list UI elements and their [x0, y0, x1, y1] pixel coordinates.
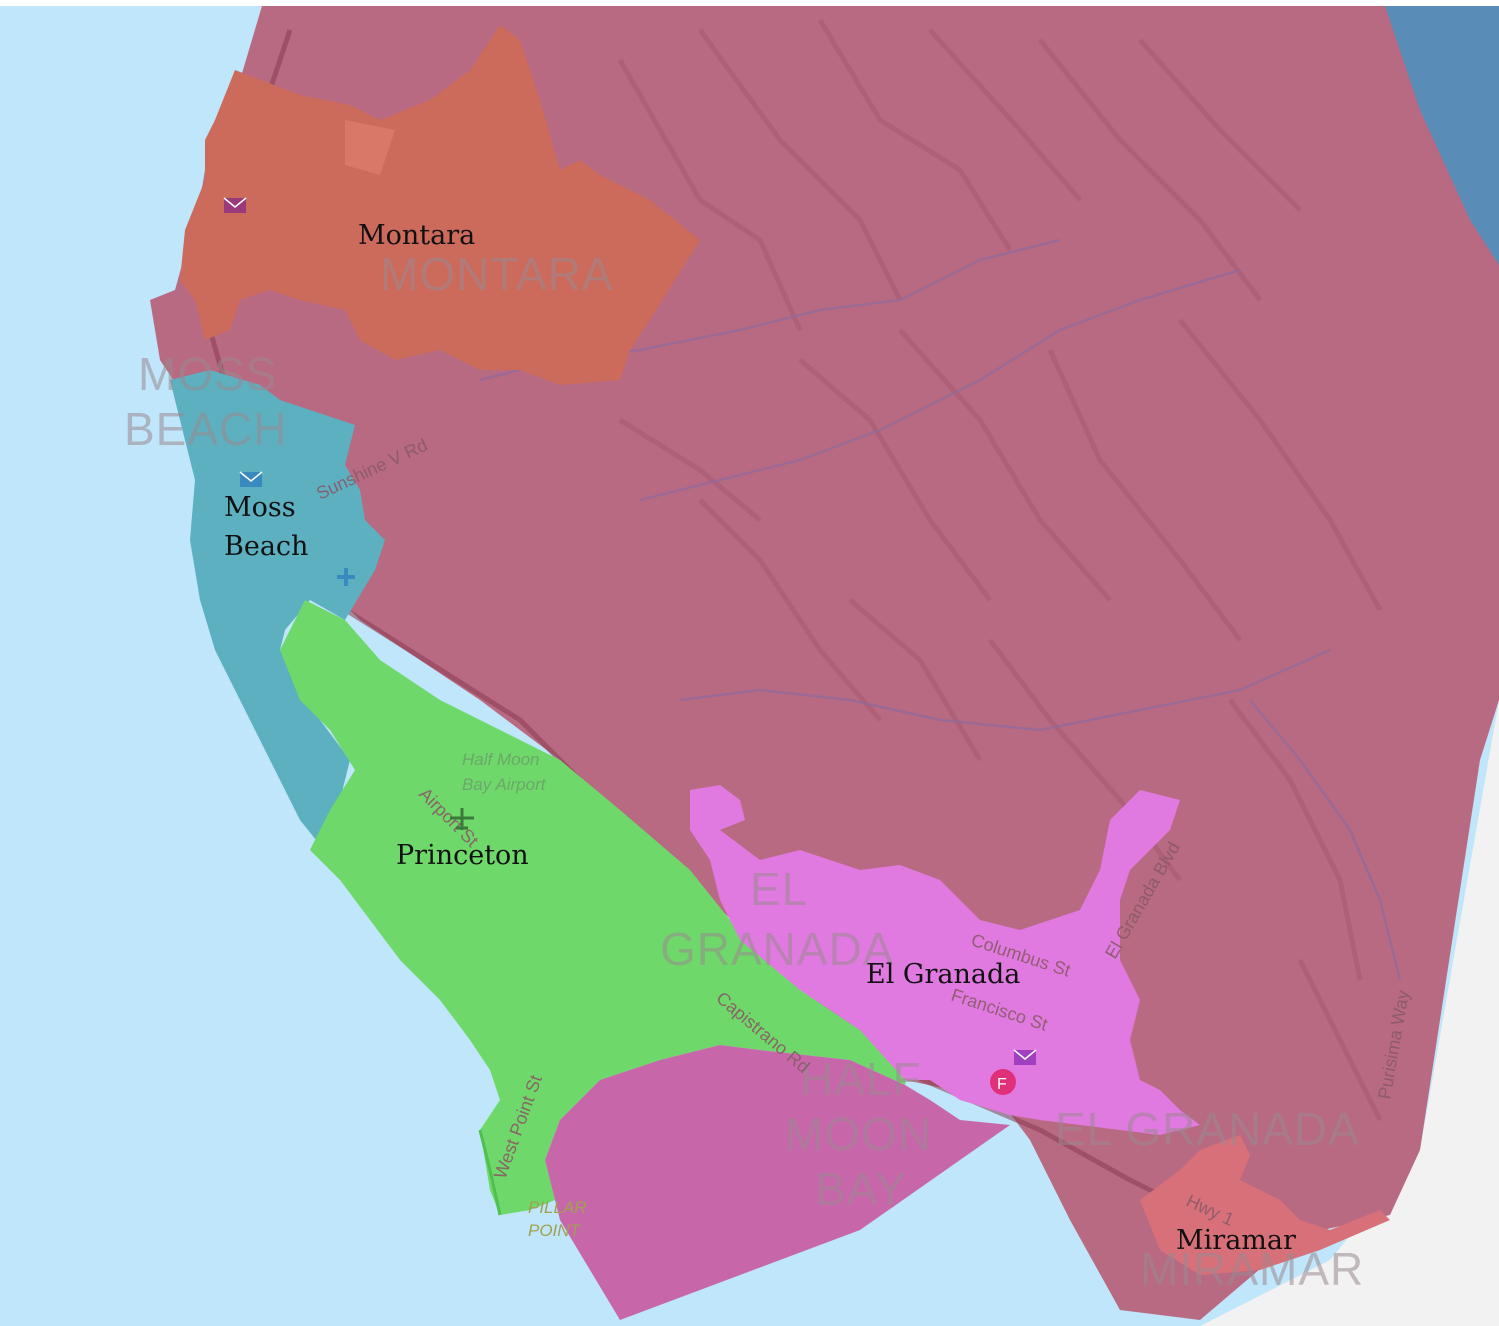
- basemap-label-granada: GRANADA: [660, 923, 894, 975]
- basemap-label-moss: MOSS: [138, 348, 277, 400]
- basemap-label-el-granada-south: EL GRANADA: [1055, 1103, 1360, 1155]
- region-moss-beach[interactable]: [170, 370, 385, 845]
- basemap-label-el: EL: [750, 863, 808, 915]
- poi-pillar-1: PILLAR: [528, 1198, 587, 1217]
- terrain-ridges: [617, 18, 1383, 1122]
- map-frame: [0, 0, 1499, 6]
- region-miramar[interactable]: [1140, 1135, 1390, 1275]
- basemap-label-bay: BAY: [815, 1163, 907, 1215]
- basemap-label-moon: MOON: [785, 1108, 932, 1160]
- region-label-el-granada: El Granada: [866, 959, 1020, 990]
- svg-text:F: F: [997, 1076, 1007, 1093]
- hospital-icon: [337, 568, 355, 586]
- district-top-right: [1385, 6, 1499, 265]
- region-label-montara: Montara: [358, 220, 475, 251]
- region-label-moss-beach-2: Beach: [224, 531, 308, 562]
- pillar-point-shore: [478, 1129, 502, 1216]
- basemap-label-beach: BEACH: [124, 403, 287, 455]
- montara-parcel: [345, 120, 395, 175]
- post-office-icon-el-granada: [1013, 1049, 1037, 1065]
- poi-airport-2: Bay Airport: [462, 775, 547, 794]
- land-east: [1200, 700, 1499, 1326]
- region-label-moss-beach-1: Moss: [224, 492, 296, 523]
- region-montara[interactable]: [180, 25, 700, 385]
- region-princeton[interactable]: [280, 600, 910, 1215]
- fire-station-icon: F: [990, 1069, 1016, 1095]
- poi-pillar-2: POINT: [528, 1221, 582, 1240]
- airplane-icon: [450, 808, 474, 830]
- region-half-moon-bay[interactable]: [545, 1045, 1010, 1320]
- creeks: [479, 238, 1402, 981]
- region-el-granada[interactable]: [690, 785, 1200, 1135]
- post-office-icon-montara: [223, 197, 247, 213]
- region-label-miramar: Miramar: [1176, 1225, 1296, 1256]
- region-label-princeton: Princeton: [396, 840, 529, 871]
- basemap-label-miramar: MIRAMAR: [1140, 1243, 1364, 1295]
- poi-airport-1: Half Moon: [462, 750, 539, 769]
- basemap-label-montara: MONTARA: [380, 248, 614, 300]
- basemap-label-half: HALF: [800, 1053, 922, 1105]
- post-office-icon-moss-beach: [239, 471, 263, 487]
